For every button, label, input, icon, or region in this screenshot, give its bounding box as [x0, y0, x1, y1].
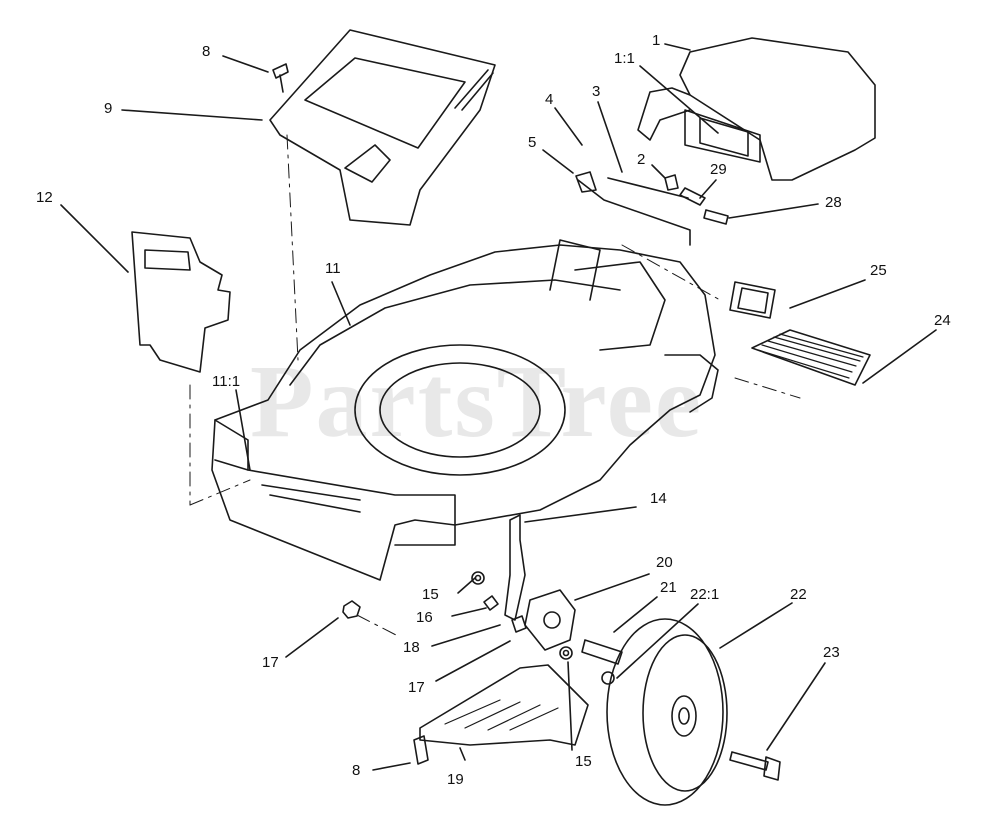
callout-19: 19	[447, 771, 464, 788]
callout-15-lower: 15	[575, 753, 592, 770]
callout-25: 25	[870, 262, 887, 279]
callout-14: 14	[650, 490, 667, 507]
callout-5: 5	[528, 134, 537, 151]
callout-8-top: 8	[202, 43, 211, 60]
callout-28: 28	[825, 194, 842, 211]
callout-29: 29	[710, 161, 727, 178]
callout-15-upper: 15	[422, 586, 439, 603]
callout-24: 24	[934, 312, 951, 329]
callout-17-mid: 17	[408, 679, 425, 696]
callout-22: 22	[790, 586, 807, 603]
callout-12: 12	[36, 189, 53, 206]
callout-16: 16	[416, 609, 433, 626]
leader-lines	[60, 43, 937, 771]
callout-11-1: 11:1	[212, 373, 241, 390]
callout-8-bottom: 8	[352, 762, 361, 779]
callout-9: 9	[104, 100, 113, 117]
watermark: PartsTree	[250, 344, 704, 459]
callout-1-1: 1:1	[614, 50, 635, 67]
callout-3: 3	[592, 83, 601, 100]
callout-4: 4	[545, 91, 554, 108]
callout-18: 18	[403, 639, 420, 656]
callout-23: 23	[823, 644, 840, 661]
callout-2: 2	[637, 151, 646, 168]
callout-22-1: 22:1	[690, 586, 720, 603]
callout-21: 21	[660, 579, 677, 596]
callout-1: 1	[652, 32, 661, 49]
callout-17-left: 17	[262, 654, 279, 671]
callout-20: 20	[656, 554, 673, 571]
callout-11: 11	[325, 260, 341, 277]
